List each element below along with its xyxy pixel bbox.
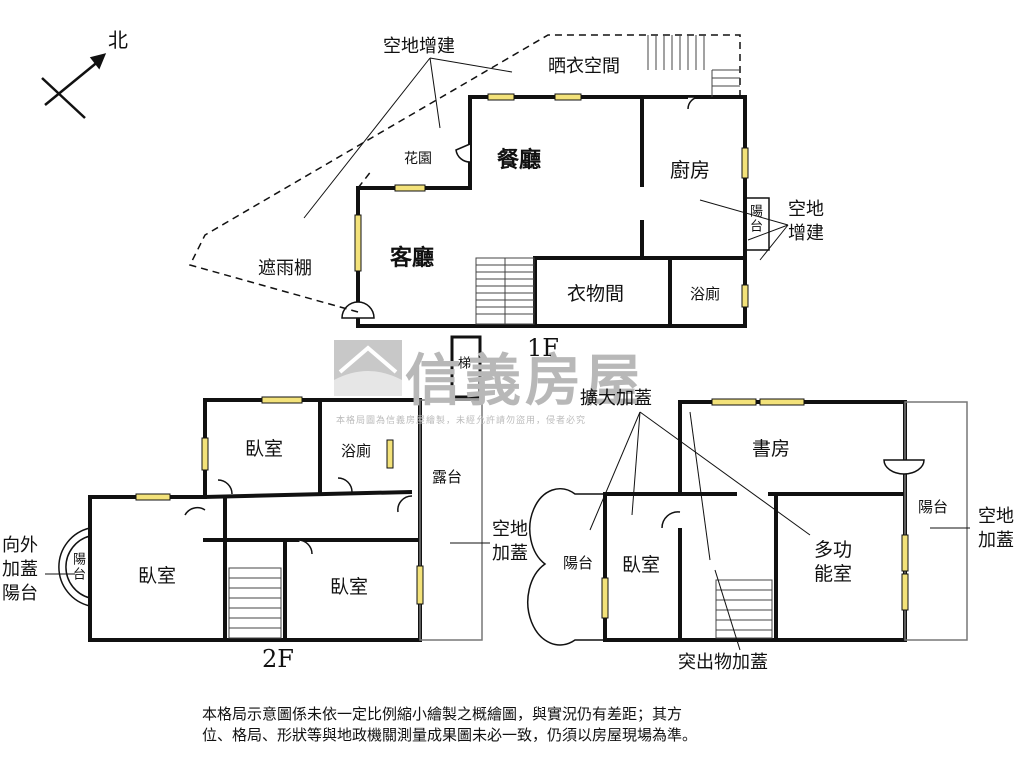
second-floor-windows: [135, 396, 424, 605]
label-extension-right-line2: 增建: [788, 223, 824, 244]
disclaimer-line-1: 本格局示意圖係未依一定比例縮小繪製之概繪圖，與實況仍有差距；其方: [202, 705, 683, 723]
first-floor-walls: [356, 95, 747, 328]
label-second-floor-bedroom-right: 臥室: [330, 576, 369, 598]
label-multi-purpose-room: 多功 能室: [814, 538, 852, 586]
watermark-brand: 信義房屋: [405, 349, 645, 414]
stair-box: [450, 335, 482, 399]
label-second-floor-open-roof-line2: 加蓋: [492, 543, 528, 564]
label-third-floor-open-roof: 空地 加蓋: [978, 505, 1014, 553]
third-floor-doors: [661, 459, 925, 529]
label-second-floor-open-roof: 空地 加蓋: [492, 518, 528, 566]
label-extension-top: 空地增建: [383, 36, 455, 57]
laundry-area-stairs: [647, 35, 740, 97]
label-living-room: 客廳: [390, 246, 435, 271]
label-extension-right: 空地 增建: [788, 198, 824, 246]
label-expansion-cover: 擴大加蓋: [580, 388, 652, 409]
label-floor-2f: 2F: [262, 645, 294, 673]
second-floor-walls: [88, 398, 422, 642]
label-third-floor-open-roof-line2: 加蓋: [978, 530, 1014, 551]
label-protrusion-cover: 突出物加蓋: [678, 652, 768, 673]
watermark-logo: [334, 340, 402, 396]
label-third-floor-balcony-left: 陽台: [563, 554, 594, 572]
first-floor-stairs: [475, 257, 535, 325]
label-closet: 衣物間: [567, 283, 625, 305]
label-second-floor-bedroom-left: 臥室: [138, 565, 177, 587]
label-second-floor-bay-balcony: 陽台: [70, 552, 85, 582]
second-floor-leader-lines: [45, 542, 490, 575]
second-floor-doors: [184, 477, 413, 555]
label-outward-cover-line3: 陽台: [2, 583, 38, 604]
label-dining-room: 餐廳: [497, 148, 542, 173]
label-floor-1f: 1F: [527, 334, 559, 362]
watermark-subtext: 本格局圖為信義房屋繪製，未經允許請勿盜用，侵者必究: [336, 416, 587, 426]
label-outward-cover-line2: 加蓋: [2, 559, 38, 580]
first-floor-small-balcony: [744, 197, 770, 251]
third-floor-right-balcony: [904, 401, 968, 641]
first-floor-leader-lines: [303, 57, 789, 261]
label-kitchen: 廚房: [670, 158, 710, 182]
label-second-floor-bathroom: 浴廁: [341, 442, 372, 460]
second-floor-bay-balcony: [58, 527, 91, 607]
first-floor-windows: [354, 93, 749, 308]
second-floor-stairs: [228, 567, 282, 639]
north-label: 北: [108, 28, 128, 52]
first-floor-dashed-extensions: [188, 34, 741, 313]
third-floor-leader-lines: [589, 411, 970, 651]
label-third-floor-balcony-right: 陽台: [918, 498, 949, 516]
label-multi-purpose-room-line2: 能室: [814, 563, 853, 585]
label-second-floor-open-roof-line1: 空地: [492, 519, 528, 540]
disclaimer-note: 本格局示意圖係未依一定比例縮小繪製之概繪圖，與實況仍有差距；其方 位、格局、形狀…: [202, 704, 697, 746]
label-stair: 梯: [455, 356, 470, 371]
label-second-floor-bedroom-top: 臥室: [245, 438, 284, 460]
label-third-floor-open-roof-line1: 空地: [978, 506, 1014, 527]
first-floor-doors: [341, 96, 701, 319]
label-garden: 花園: [404, 151, 432, 167]
compass-arrow-icon: [41, 53, 107, 119]
terrace-outline: [419, 399, 483, 641]
label-outward-cover-line1: 向外: [2, 535, 38, 556]
label-terrace: 露台: [432, 468, 463, 486]
label-outward-cover: 向外 加蓋 陽台: [2, 534, 38, 606]
label-third-floor-bedroom: 臥室: [622, 554, 661, 576]
label-extension-right-line1: 空地: [788, 199, 824, 220]
label-canopy: 遮雨棚: [258, 258, 312, 279]
label-study: 書房: [752, 438, 791, 460]
label-first-floor-small-balcony: 陽台: [747, 204, 762, 234]
third-floor-stairs: [715, 579, 773, 639]
label-laundry-space: 晒衣空間: [548, 56, 620, 77]
label-multi-purpose-room-line1: 多功: [814, 539, 853, 561]
disclaimer-line-2: 位、格局、形狀等與地政機關測量成果圖未必一致，仍須以房屋現場為準。: [202, 726, 698, 744]
third-floor-windows: [601, 398, 909, 619]
third-floor-bay-balcony: [527, 487, 605, 646]
label-first-floor-bathroom: 浴廁: [690, 285, 721, 303]
